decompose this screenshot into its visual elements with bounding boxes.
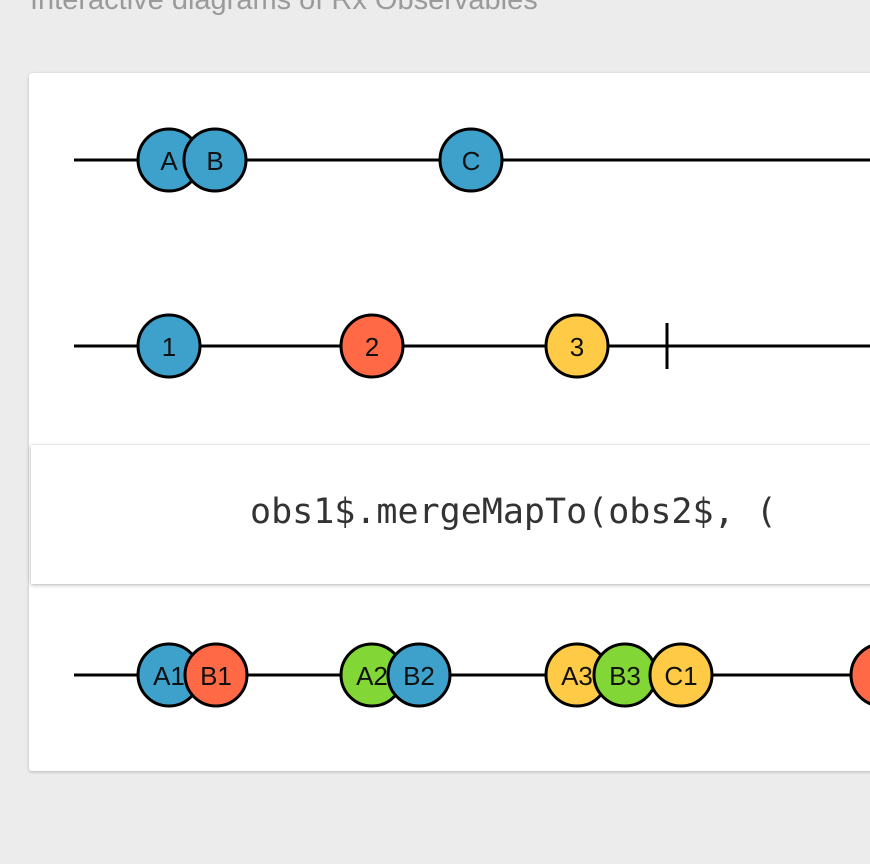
marble-label: 2 <box>365 332 379 362</box>
marble[interactable]: 1 <box>136 313 202 379</box>
page-subtitle: Interactive diagrams of Rx Observables <box>30 0 538 16</box>
marble-label: C <box>462 146 481 176</box>
marble[interactable]: 2 <box>339 313 405 379</box>
marble-label: B <box>206 146 223 176</box>
operator-code: obs1$.mergeMapTo(obs2$, ( <box>250 492 777 532</box>
marble-label: B1 <box>200 661 232 691</box>
marble-circle <box>339 313 405 379</box>
marble-circle <box>136 313 202 379</box>
marble-label: A2 <box>356 661 388 691</box>
result-stream: A1 B1 A2 B2 A3 B3 C1 <box>74 642 870 708</box>
marble[interactable]: B <box>182 127 248 193</box>
marble-circle <box>182 127 248 193</box>
inner-stream: 1 2 3 <box>74 313 870 379</box>
operator-box: obs1$.mergeMapTo(obs2$, ( <box>31 445 870 584</box>
marble[interactable]: B3 <box>592 642 658 708</box>
marble-label: C1 <box>664 661 697 691</box>
marble-label: A1 <box>153 661 185 691</box>
marble[interactable]: 3 <box>544 313 610 379</box>
marble-circle <box>386 642 452 708</box>
marble-label: B2 <box>403 661 435 691</box>
marble-circle <box>544 313 610 379</box>
marble-label: 1 <box>162 332 176 362</box>
marble-label: 3 <box>570 332 584 362</box>
marble[interactable]: C1 <box>648 642 714 708</box>
marble-circle <box>438 127 504 193</box>
marble[interactable]: B2 <box>386 642 452 708</box>
marble-circle <box>648 642 714 708</box>
marble[interactable]: A3 <box>544 642 610 708</box>
marble-label: A3 <box>561 661 593 691</box>
marble[interactable]: C <box>438 127 504 193</box>
marble-label: B3 <box>609 661 641 691</box>
marble-circle <box>849 644 870 706</box>
marble[interactable]: A <box>136 127 202 193</box>
marble-label: A <box>160 146 178 176</box>
marble[interactable] <box>849 644 870 706</box>
marble[interactable]: B1 <box>183 642 249 708</box>
marble-circle <box>183 642 249 708</box>
